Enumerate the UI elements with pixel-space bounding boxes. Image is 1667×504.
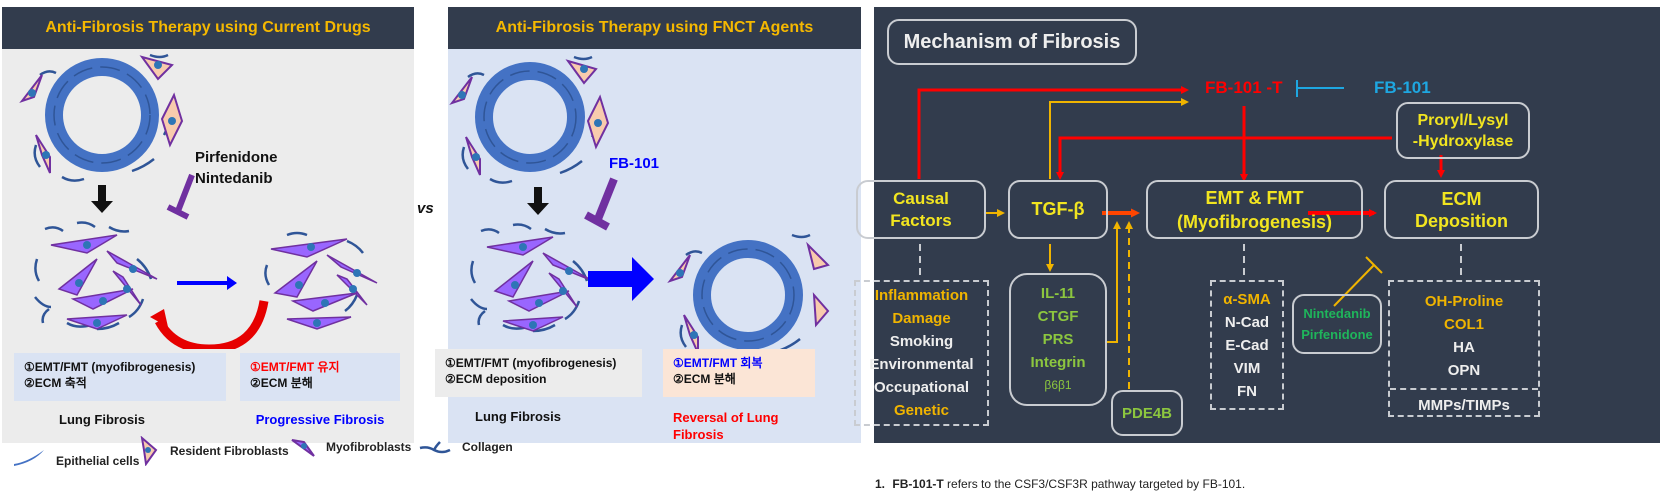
connector-tgf-to-fb101t bbox=[1049, 98, 1189, 179]
infobox-line-1: ①EMT/FMT (myofibrogenesis) bbox=[24, 360, 196, 374]
inhibition-icon bbox=[584, 177, 618, 231]
legend-myofibroblast: Myofibroblasts bbox=[290, 436, 411, 458]
infobox-line-1: ①EMT/FMT 회복 bbox=[673, 356, 763, 370]
connector-mediators-to-emt bbox=[1106, 221, 1121, 343]
lung-fibrosis-infobox: ①EMT/FMT (myofibrogenesis) ②ECM 축적 bbox=[14, 353, 226, 401]
legend-label: Myofibroblasts bbox=[326, 440, 412, 454]
red-curved-arrow-icon bbox=[155, 300, 269, 349]
footnote-term: FB-101-T bbox=[892, 477, 944, 491]
ecm-footer: MMPs/TIMPs bbox=[1418, 397, 1510, 414]
ecm-list-divider: MMPs/TIMPs bbox=[1390, 388, 1538, 417]
caption-progressive-fibrosis: Progressive Fibrosis bbox=[255, 412, 385, 427]
node-tgf-beta: TGF-β bbox=[1008, 180, 1108, 239]
legend-label: Resident Fibroblasts bbox=[170, 444, 289, 458]
node-hydroxylase: Proryl/Lysyl -Hydroxylase bbox=[1396, 102, 1530, 159]
current-drugs-title: Anti-Fibrosis Therapy using Current Drug… bbox=[2, 7, 414, 49]
fb101-label: FB-101 bbox=[1374, 78, 1431, 97]
node-emt-fmt: EMT & FMT (Myofibrogenesis) bbox=[1146, 180, 1363, 239]
node-current-drugs: Nintedanib Pirfenidone bbox=[1292, 294, 1382, 354]
lung-fibrosis-infobox: ①EMT/FMT (myofibrogenesis) ②ECM depositi… bbox=[435, 349, 642, 397]
caption-reversal: Reversal of Lung Fibrosis bbox=[673, 410, 779, 442]
fb101t-label: FB-101 -T bbox=[1205, 78, 1283, 97]
drug-label-nintedanib: Nintedanib bbox=[195, 170, 273, 187]
mechanism-panel: Mechanism of Fibrosis FB-101 -T FB-101 C… bbox=[854, 7, 1660, 443]
legend-label: Epithelial cells bbox=[56, 454, 140, 468]
healthy-alveolus-icon bbox=[449, 55, 610, 184]
fnct-illustration bbox=[449, 55, 830, 349]
infobox-line-2: ②ECM deposition bbox=[445, 372, 547, 386]
node-ecm-deposition: ECM Deposition bbox=[1384, 180, 1539, 239]
infobox-line-1: ①EMT/FMT 유지 bbox=[250, 360, 340, 374]
connector-causal-to-fb101t bbox=[917, 86, 1189, 179]
legend-resident-fibroblast: Resident Fibroblasts bbox=[138, 436, 289, 466]
healthy-alveolus-icon bbox=[19, 53, 184, 182]
restored-alveolus-icon bbox=[667, 233, 830, 349]
reversal-infobox: ①EMT/FMT 회복 ②ECM 분해 bbox=[663, 349, 815, 397]
node-pde4b: PDE4B bbox=[1111, 390, 1183, 436]
vs-label: vs bbox=[417, 200, 434, 217]
legend-epithelial: Epithelial cells bbox=[12, 446, 139, 468]
footnote-text: refers to the CSF3/CSF3R pathway targete… bbox=[943, 477, 1246, 491]
progression-arrow-icon bbox=[91, 185, 113, 213]
blue-arrow-icon bbox=[177, 276, 237, 290]
caption-lung-fibrosis: Lung Fibrosis bbox=[59, 412, 145, 427]
fnct-agents-title: Anti-Fibrosis Therapy using FNCT Agents bbox=[448, 7, 861, 49]
node-causal-factors: Causal Factors bbox=[856, 180, 986, 239]
fnct-agents-panel: Anti-Fibrosis Therapy using FNCT Agents bbox=[435, 7, 861, 443]
collagen-icon bbox=[419, 441, 451, 454]
mechanism-title: Mechanism of Fibrosis bbox=[903, 30, 1121, 53]
infobox-line-1: ①EMT/FMT (myofibrogenesis) bbox=[445, 356, 617, 370]
footnote-number: 1. bbox=[875, 477, 886, 491]
tgf-mediators-list: IL-11 CTGF PRS Integrin β6β1 bbox=[1009, 273, 1107, 406]
fibrotic-lung-icon bbox=[34, 221, 158, 331]
fibrotic-lung-icon bbox=[470, 223, 594, 333]
mechanism-connectors bbox=[917, 80, 1462, 389]
blue-thick-arrow-icon bbox=[588, 257, 654, 301]
current-drugs-panel: Anti-Fibrosis Therapy using Current Drug… bbox=[2, 7, 414, 443]
progression-arrow-icon bbox=[527, 187, 549, 215]
infobox-line-2: ②ECM 분해 bbox=[673, 372, 736, 386]
causal-factors-list: Inflammation Damage Smoking Environmenta… bbox=[854, 280, 989, 426]
infobox-line-2: ②ECM 분해 bbox=[250, 376, 313, 390]
current-drugs-illustration bbox=[19, 53, 378, 349]
infobox-line-2: ②ECM 축적 bbox=[24, 376, 87, 390]
caption-lung-fibrosis: Lung Fibrosis bbox=[475, 409, 561, 424]
inhibition-icon bbox=[166, 173, 195, 220]
footnote: 1. FB-101-T refers to the CSF3/CSF3R pat… bbox=[875, 477, 1245, 491]
ecm-markers-list: OH-Proline COL1 HA OPN MMPs/TIMPs bbox=[1388, 280, 1540, 417]
drug-label-pirfenidone: Pirfenidone bbox=[195, 149, 278, 166]
emt-markers-list: α-SMA N-Cad E-Cad VIM FN bbox=[1210, 280, 1284, 410]
resident-fibroblast-icon bbox=[140, 436, 158, 466]
connector-loop-to-tgf bbox=[1056, 136, 1392, 180]
inhibitor-nintedanib bbox=[1333, 256, 1383, 307]
legend-collagen: Collagen bbox=[418, 440, 513, 454]
epithelial-cell-icon bbox=[14, 450, 44, 466]
progressive-fibrosis-icon bbox=[264, 231, 378, 330]
legend-label: Collagen bbox=[462, 440, 513, 454]
myofibroblast-icon bbox=[291, 439, 315, 457]
progressive-fibrosis-infobox: ①EMT/FMT 유지 ②ECM 분해 bbox=[240, 353, 400, 401]
inhibitor-fb101 bbox=[1296, 80, 1344, 97]
mechanism-title-box: Mechanism of Fibrosis bbox=[887, 19, 1137, 65]
drug-label-fb101: FB-101 bbox=[609, 155, 660, 172]
